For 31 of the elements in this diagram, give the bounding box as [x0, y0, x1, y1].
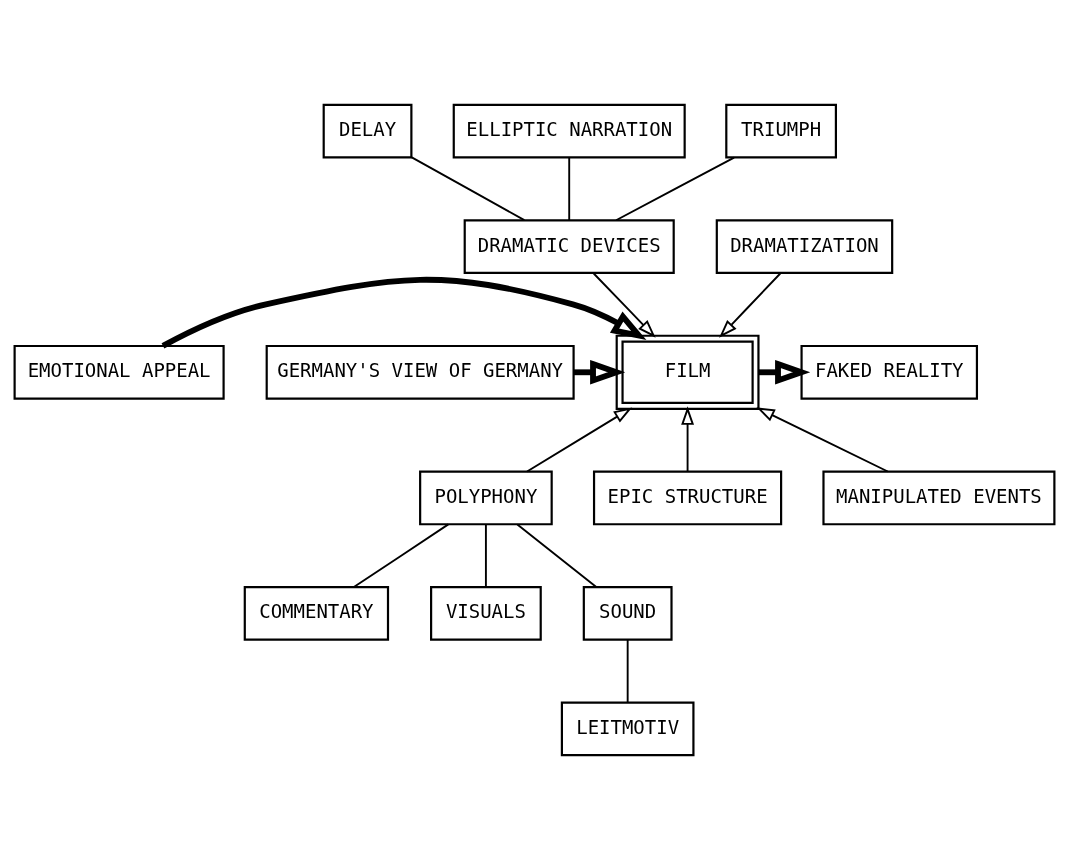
node-box: EPIC STRUCTURE — [592, 470, 783, 526]
node-box: GERMANY'S VIEW OF GERMANY — [265, 344, 575, 400]
connector — [352, 523, 450, 588]
connector — [516, 523, 598, 588]
node-box: ELLIPTIC NARRATION — [452, 103, 686, 159]
node-box: EMOTIONAL APPEAL — [13, 344, 225, 400]
connector — [626, 638, 629, 704]
node-box: DELAY — [322, 103, 413, 159]
node-box: FILM — [615, 334, 760, 410]
connector — [410, 156, 526, 222]
arrow — [756, 407, 889, 473]
node-box: MANIPULATED EVENTS — [822, 470, 1056, 526]
node-box: VISUALS — [430, 586, 542, 641]
node-box: SOUND — [582, 586, 673, 641]
arrow — [573, 359, 626, 385]
arrow — [592, 272, 656, 338]
connector — [484, 523, 487, 588]
node-box: TRIUMPH — [725, 103, 837, 159]
arrow — [681, 406, 695, 473]
node-box: DRAMATIC DEVICES — [463, 219, 675, 274]
node-box: DRAMATIZATION — [715, 219, 894, 274]
arrow — [161, 276, 647, 349]
arrow — [719, 272, 782, 338]
arrow — [526, 407, 633, 473]
arrow — [758, 359, 811, 385]
node-box: COMMENTARY — [243, 586, 390, 641]
connector — [568, 156, 571, 222]
node-box: LEITMOTIV — [560, 701, 695, 757]
connector — [615, 156, 736, 222]
node-box: POLYPHONY — [419, 470, 553, 526]
node-box: FAKED REALITY — [800, 344, 979, 400]
